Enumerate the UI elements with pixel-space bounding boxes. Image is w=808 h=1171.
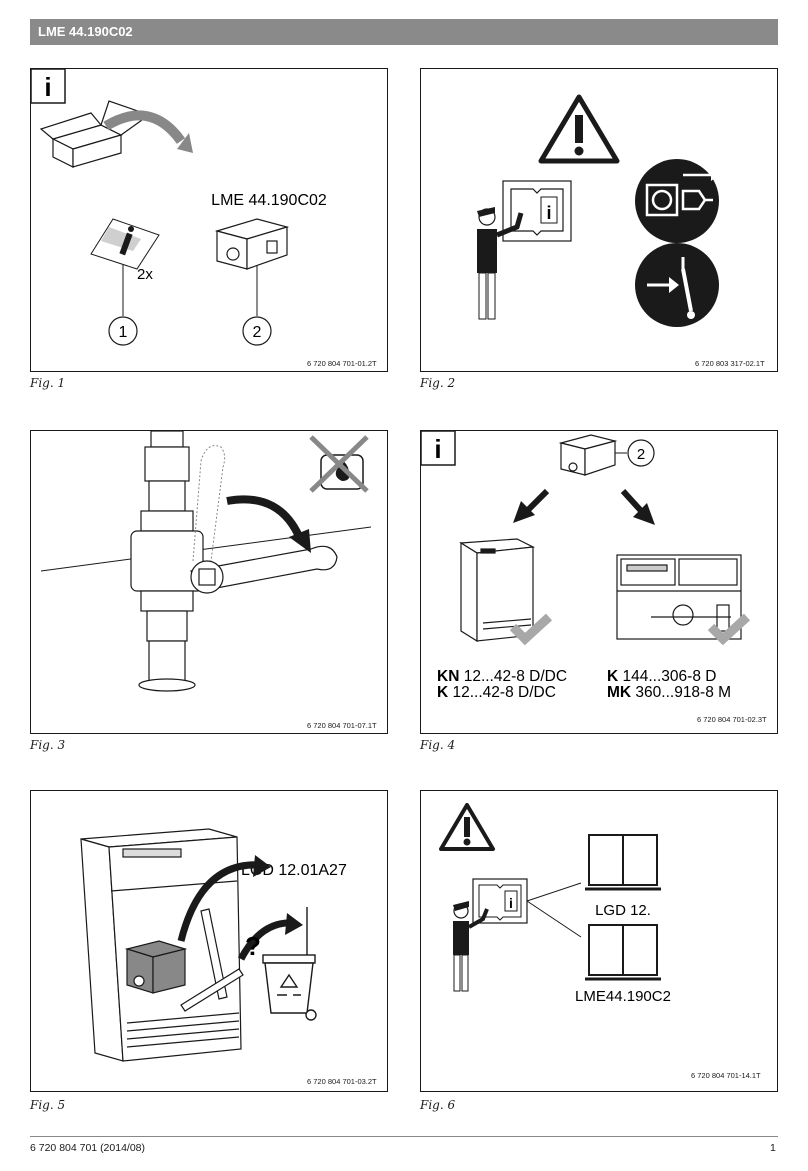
switch-off-icon xyxy=(635,243,719,327)
figure-2-panel: i 6 720 803 317-02.1T xyxy=(420,68,778,372)
manual-book-icon xyxy=(585,924,661,981)
page-number: 1 xyxy=(770,1142,776,1154)
info-icon: i xyxy=(421,431,456,466)
figure-3-panel: 6 720 804 701-07.1T xyxy=(30,430,388,734)
remove-arrow-icon xyxy=(177,861,262,942)
figure-3-illustration xyxy=(40,431,372,692)
manual-label-1: LGD 12. xyxy=(595,902,651,919)
document-title: LME 44.190C02 xyxy=(38,24,133,39)
svg-text:i: i xyxy=(509,895,513,911)
figure-1-panel: i LME 44.190C02 2x xyxy=(30,68,388,372)
industrial-boiler-icon xyxy=(616,554,742,640)
rotate-arrow-head xyxy=(289,529,311,553)
floor-line xyxy=(40,526,372,572)
person-reading-manual-icon: i xyxy=(453,878,528,992)
svg-text:2: 2 xyxy=(637,446,645,463)
right-model-line-2: MK 360...918-8 M xyxy=(607,684,731,701)
figure-5-panel: LGD 12.01A27 ? 6 720 804 701-03.2T xyxy=(30,790,388,1092)
figure-code: 6 720 804 701-02.3T xyxy=(697,715,767,724)
svg-text:2: 2 xyxy=(253,324,262,341)
handle-open-outline xyxy=(192,445,226,562)
manual-sheet-icon xyxy=(90,218,160,270)
figure-4-caption: Fig. 4 xyxy=(420,738,456,752)
header-bar: LME 44.190C02 xyxy=(30,19,778,45)
person-reading-manual-icon: i xyxy=(477,180,572,320)
figure-code: 6 720 804 701-07.1T xyxy=(307,721,377,730)
checkmark-icon xyxy=(509,613,553,646)
left-model-line-2: K 12...42-8 D/DC xyxy=(437,684,556,701)
question-mark: ? xyxy=(245,931,261,961)
figure-2-caption: Fig. 2 xyxy=(420,376,456,390)
figure-6-panel: i LGD 12. LME44.190C2 6 720 804 701-14.1… xyxy=(420,790,778,1092)
figure-code: 6 720 804 701-03.2T xyxy=(307,1077,377,1086)
info-icon: i xyxy=(31,69,66,104)
right-model-line-1: K 144...306-8 D xyxy=(607,668,716,685)
figure-6-illustration: i LGD 12. LME44.190C2 xyxy=(439,803,671,1005)
no-flame-icon xyxy=(309,435,369,493)
svg-text:i: i xyxy=(546,203,551,223)
warning-triangle-icon xyxy=(538,94,620,164)
figure-code: 6 720 804 701-14.1T xyxy=(691,1071,761,1080)
checkmark-icon xyxy=(707,613,751,646)
figure-4-illustration: i 2 xyxy=(421,431,751,701)
unpack-arrow-head xyxy=(177,133,193,153)
arrow-icon xyxy=(513,488,655,525)
left-model-line-1: KN 12...42-8 D/DC xyxy=(437,668,567,685)
quantity-label: 2x xyxy=(137,266,153,283)
control-unit-icon xyxy=(124,940,188,994)
callout-2 xyxy=(627,439,655,467)
figure-5-caption: Fig. 5 xyxy=(30,1098,66,1112)
unpack-arrow-icon xyxy=(103,110,186,145)
svg-text:i: i xyxy=(434,434,441,464)
flame-sensor-icon xyxy=(180,908,244,1012)
control-unit-icon xyxy=(558,434,618,476)
manual-label-2: LME44.190C2 xyxy=(575,988,671,1005)
gas-pipe-icon xyxy=(130,431,204,692)
callout-2 xyxy=(242,316,272,346)
unplug-icon xyxy=(635,159,719,243)
recycle-bin-icon xyxy=(262,907,317,1021)
control-unit-icon xyxy=(214,218,290,270)
footer-divider xyxy=(30,1136,778,1137)
callout-1 xyxy=(108,316,138,346)
figure-5-illustration: LGD 12.01A27 ? xyxy=(80,828,347,1062)
figure-4-panel: i 2 xyxy=(420,430,778,734)
product-label: LME 44.190C02 xyxy=(211,192,327,209)
manual-book-icon xyxy=(585,834,661,891)
svg-text:1: 1 xyxy=(119,324,128,341)
floor-boiler-icon xyxy=(459,538,536,643)
figure-2-illustration: i xyxy=(477,94,719,327)
figure-1-caption: Fig. 1 xyxy=(30,376,66,390)
info-glyph: i xyxy=(44,72,51,102)
figure-6-caption: Fig. 6 xyxy=(420,1098,456,1112)
rotate-arrow-icon xyxy=(226,495,305,543)
figure-code: 6 720 804 701-01.2T xyxy=(307,359,377,368)
figure-code: 6 720 803 317-02.1T xyxy=(695,359,765,368)
warning-triangle-icon xyxy=(439,803,495,851)
valve-handle-icon xyxy=(190,545,338,594)
footer-document-id: 6 720 804 701 (2014/08) xyxy=(30,1142,146,1154)
figure-3-caption: Fig. 3 xyxy=(30,738,66,752)
figure-1-illustration: i LME 44.190C02 2x xyxy=(31,69,327,346)
